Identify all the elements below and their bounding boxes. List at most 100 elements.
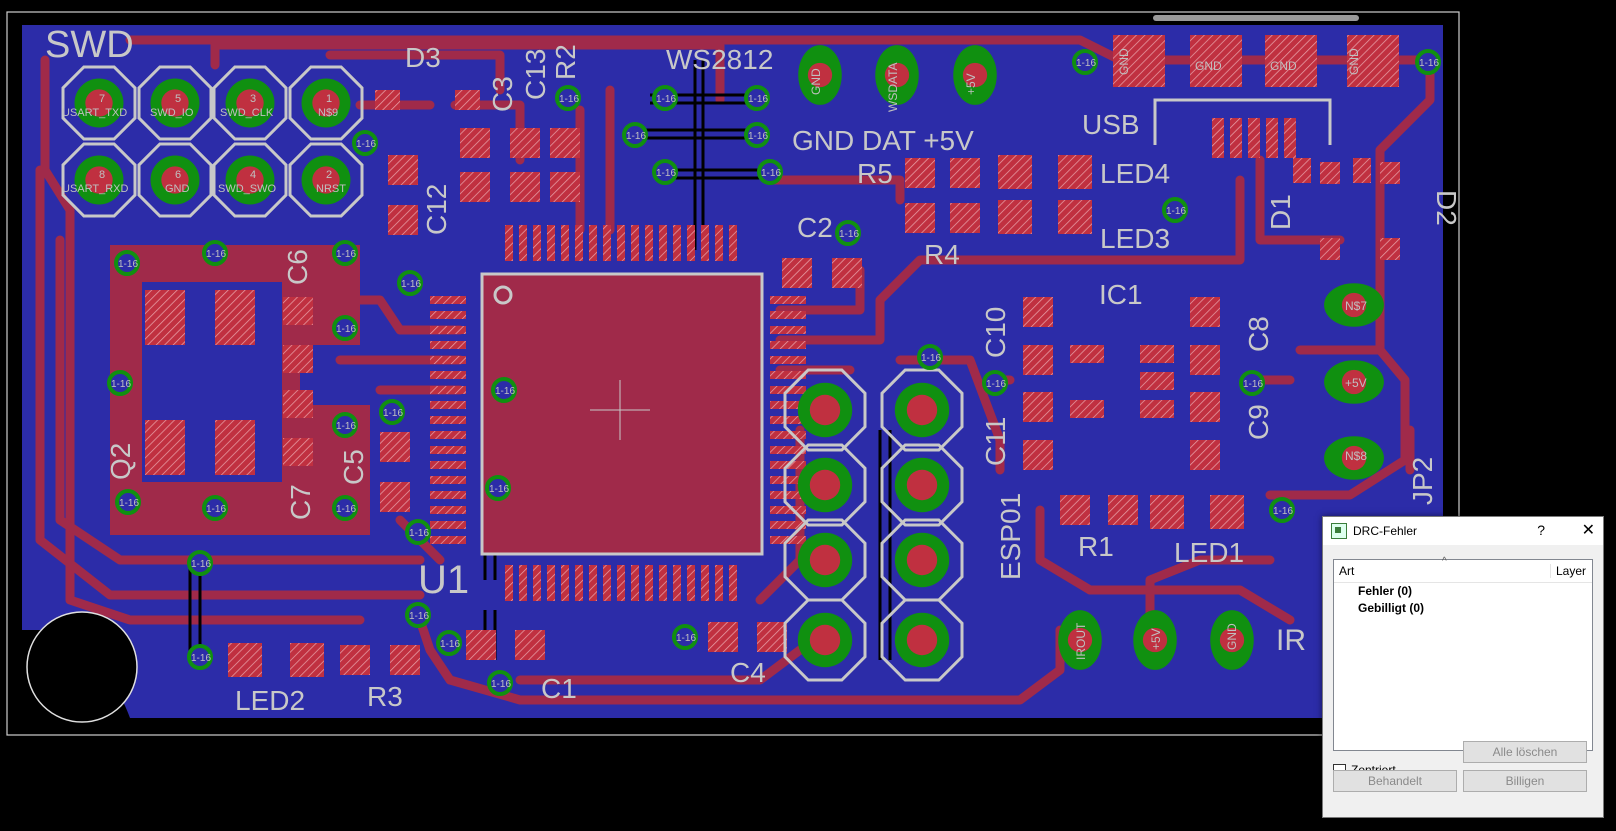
smd-pad xyxy=(466,630,496,660)
clear-all-button[interactable]: Alle löschen xyxy=(1463,741,1587,763)
via-label: 1-16 xyxy=(748,131,768,142)
u1-pin xyxy=(715,225,723,261)
label-led4: LED4 xyxy=(1100,158,1170,189)
smd-pad xyxy=(1266,118,1278,158)
smd-pad xyxy=(1190,440,1220,470)
smd-pad xyxy=(1293,158,1311,183)
u1-pin xyxy=(547,565,555,601)
swd-pin-7-num: 4 xyxy=(250,169,256,181)
smd-pad xyxy=(340,645,370,675)
usb-pad-3: GND xyxy=(1270,59,1297,73)
smd-pad xyxy=(950,203,980,233)
list-item-approved[interactable]: Gebilligt (0) xyxy=(1358,601,1424,615)
via xyxy=(397,270,423,296)
via xyxy=(622,122,648,148)
via xyxy=(982,370,1008,396)
drc-error-list[interactable]: Art ^ Layer Fehler (0) Gebilligt (0) xyxy=(1333,556,1593,751)
u1-pin xyxy=(533,225,541,261)
via-label: 1-16 xyxy=(626,131,646,142)
handled-button[interactable]: Behandelt xyxy=(1333,770,1457,792)
mounting-hole xyxy=(26,611,138,723)
smd-pad xyxy=(1023,440,1053,470)
via-label: 1-16 xyxy=(409,611,429,622)
smd-pad xyxy=(1380,238,1400,260)
label-r1: R1 xyxy=(1078,531,1114,562)
via-label: 1-16 xyxy=(656,168,676,179)
swd-pin-2-num: 5 xyxy=(175,93,181,105)
smd-pad xyxy=(1265,35,1317,87)
u1-pin xyxy=(589,225,597,261)
smd-pad xyxy=(1113,35,1165,87)
via-label: 1-16 xyxy=(401,279,421,290)
via-label: 1-16 xyxy=(495,386,515,397)
u1-pin xyxy=(430,416,466,424)
smd-pad xyxy=(550,172,580,202)
column-header-layer[interactable]: Layer xyxy=(1549,564,1586,578)
smd-pad xyxy=(1230,118,1242,158)
label-r2: R2 xyxy=(550,44,581,80)
smd-pad xyxy=(1347,35,1399,87)
u1-pin xyxy=(430,401,466,409)
label-usb: USB xyxy=(1082,109,1140,140)
via xyxy=(672,624,698,650)
smd-pad xyxy=(782,258,812,288)
smd-pad xyxy=(757,622,787,652)
smd-pad xyxy=(455,90,480,110)
u1-pin xyxy=(770,356,806,364)
approve-button[interactable]: Billigen xyxy=(1463,770,1587,792)
via-label: 1-16 xyxy=(1419,58,1439,69)
via xyxy=(202,240,228,266)
u1-pin xyxy=(430,326,466,334)
u1-pin xyxy=(430,446,466,454)
smd-pad xyxy=(550,128,580,158)
swd-pin-1-num: 7 xyxy=(99,93,105,105)
ws-pin-2-name: WSDATA xyxy=(886,62,900,112)
swd-pin-7-name: SWD_SWO xyxy=(218,183,277,195)
u1-pin xyxy=(617,565,625,601)
via xyxy=(405,519,431,545)
via-label: 1-16 xyxy=(748,94,768,105)
label-ws2812: WS2812 xyxy=(666,44,773,75)
swd-pin-6-num: 6 xyxy=(175,169,181,181)
via-label: 1-16 xyxy=(206,504,226,515)
swd-pin-3-name: SWD_CLK xyxy=(220,107,274,119)
label-c7: C7 xyxy=(285,484,316,520)
label-u1: U1 xyxy=(418,558,469,602)
column-header-type[interactable]: Art xyxy=(1339,564,1355,578)
smd-pad xyxy=(1108,495,1138,525)
u1-pin xyxy=(430,521,466,529)
u1-pin xyxy=(645,225,653,261)
u1-pin xyxy=(519,225,527,261)
u1-pin xyxy=(770,401,806,409)
label-c5: C5 xyxy=(338,449,369,485)
u1-pin xyxy=(659,225,667,261)
swd-pin-5-num: 8 xyxy=(99,169,105,181)
u1-pin xyxy=(673,225,681,261)
smd-pad xyxy=(380,482,410,512)
close-button[interactable]: ✕ xyxy=(1581,522,1595,539)
via-label: 1-16 xyxy=(1273,506,1293,517)
u1-pin xyxy=(617,225,625,261)
via xyxy=(835,220,861,246)
label-r4: R4 xyxy=(924,239,960,270)
u1-pin xyxy=(430,461,466,469)
u1-pin xyxy=(430,311,466,319)
list-item-errors[interactable]: Fehler (0) xyxy=(1358,584,1413,598)
smd-pad xyxy=(388,205,418,235)
via-label: 1-16 xyxy=(191,653,211,664)
via xyxy=(379,399,405,425)
via xyxy=(744,85,770,111)
u1-chip[interactable] xyxy=(430,225,806,601)
smd-pad xyxy=(1070,345,1104,363)
drc-app-icon xyxy=(1331,523,1347,539)
via-label: 1-16 xyxy=(336,421,356,432)
u1-pin xyxy=(770,506,806,514)
u1-pin xyxy=(430,506,466,514)
u1-pin xyxy=(770,476,806,484)
smd-pad xyxy=(1058,200,1092,234)
help-button[interactable]: ? xyxy=(1537,522,1545,538)
smd-pad xyxy=(832,258,862,288)
drc-titlebar[interactable]: DRC-Fehler ? ✕ xyxy=(1323,517,1603,545)
smd-pad xyxy=(1212,118,1224,158)
